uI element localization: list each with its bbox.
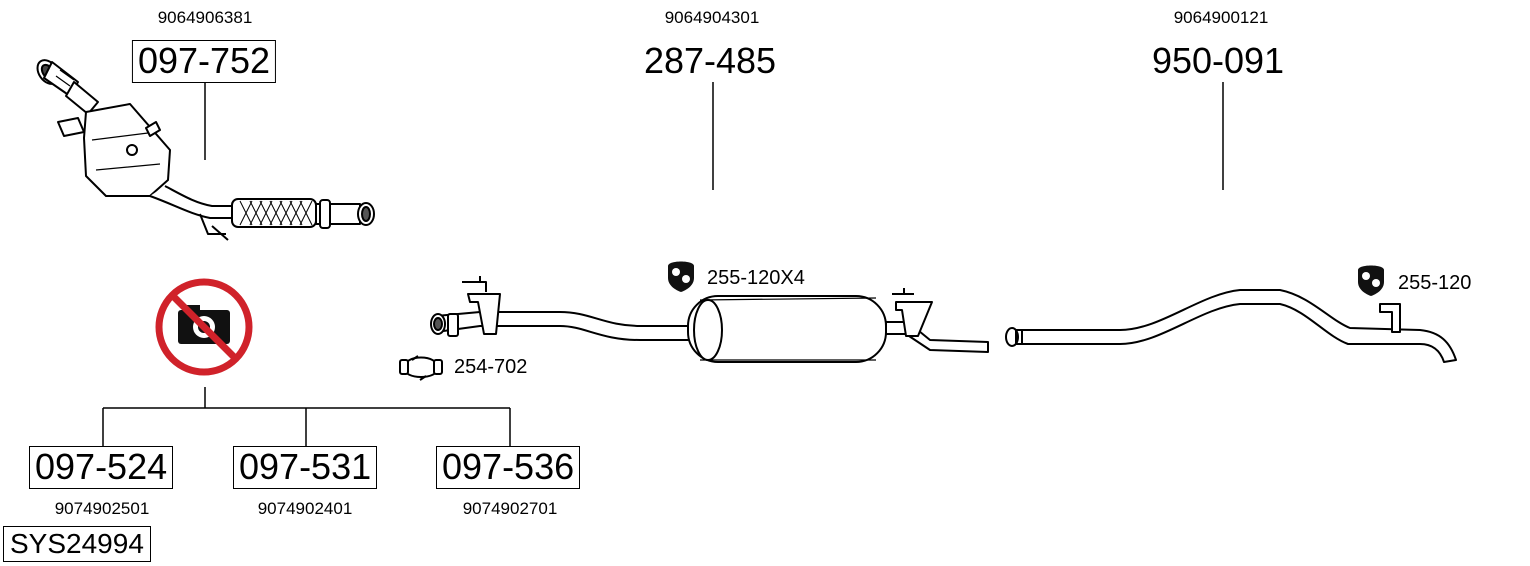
- rubber-mount-icon: [668, 261, 694, 292]
- rubber-mount-icon: [1358, 265, 1384, 296]
- oem-number-variant-2: 9074902401: [257, 499, 353, 518]
- accessory-label-clamp[interactable]: 254-702: [454, 356, 528, 378]
- part-number-middle-silencer[interactable]: 287-485: [643, 40, 777, 81]
- part-number-variant-1[interactable]: 097-524: [29, 446, 174, 489]
- oem-number-variant-1: 9074902501: [54, 499, 150, 518]
- oem-number-variant-3: 9074902701: [462, 499, 558, 518]
- system-code: SYS24994: [3, 526, 151, 562]
- part-number-rear-pipe[interactable]: 950-091: [1151, 40, 1285, 81]
- variant-tree: [102, 387, 511, 446]
- oem-number-downpipe: 9064906381: [157, 8, 253, 27]
- middle-silencer-illustration: [430, 276, 989, 363]
- accessory-label-mount-middle[interactable]: 255-120X4: [707, 267, 805, 289]
- no-photo-icon: [155, 278, 253, 376]
- oem-number-rear-pipe: 9064900121: [1173, 8, 1269, 27]
- downpipe-catalyst-illustration: [36, 59, 375, 241]
- accessory-label-mount-rear[interactable]: 255-120: [1398, 272, 1472, 294]
- oem-number-middle-silencer: 9064904301: [664, 8, 760, 27]
- part-number-variant-3[interactable]: 097-536: [436, 446, 581, 489]
- part-number-variant-2[interactable]: 097-531: [233, 446, 378, 489]
- clamp-icon: [399, 355, 443, 381]
- rear-pipe-illustration: [1005, 289, 1457, 363]
- part-number-downpipe[interactable]: 097-752: [131, 40, 277, 83]
